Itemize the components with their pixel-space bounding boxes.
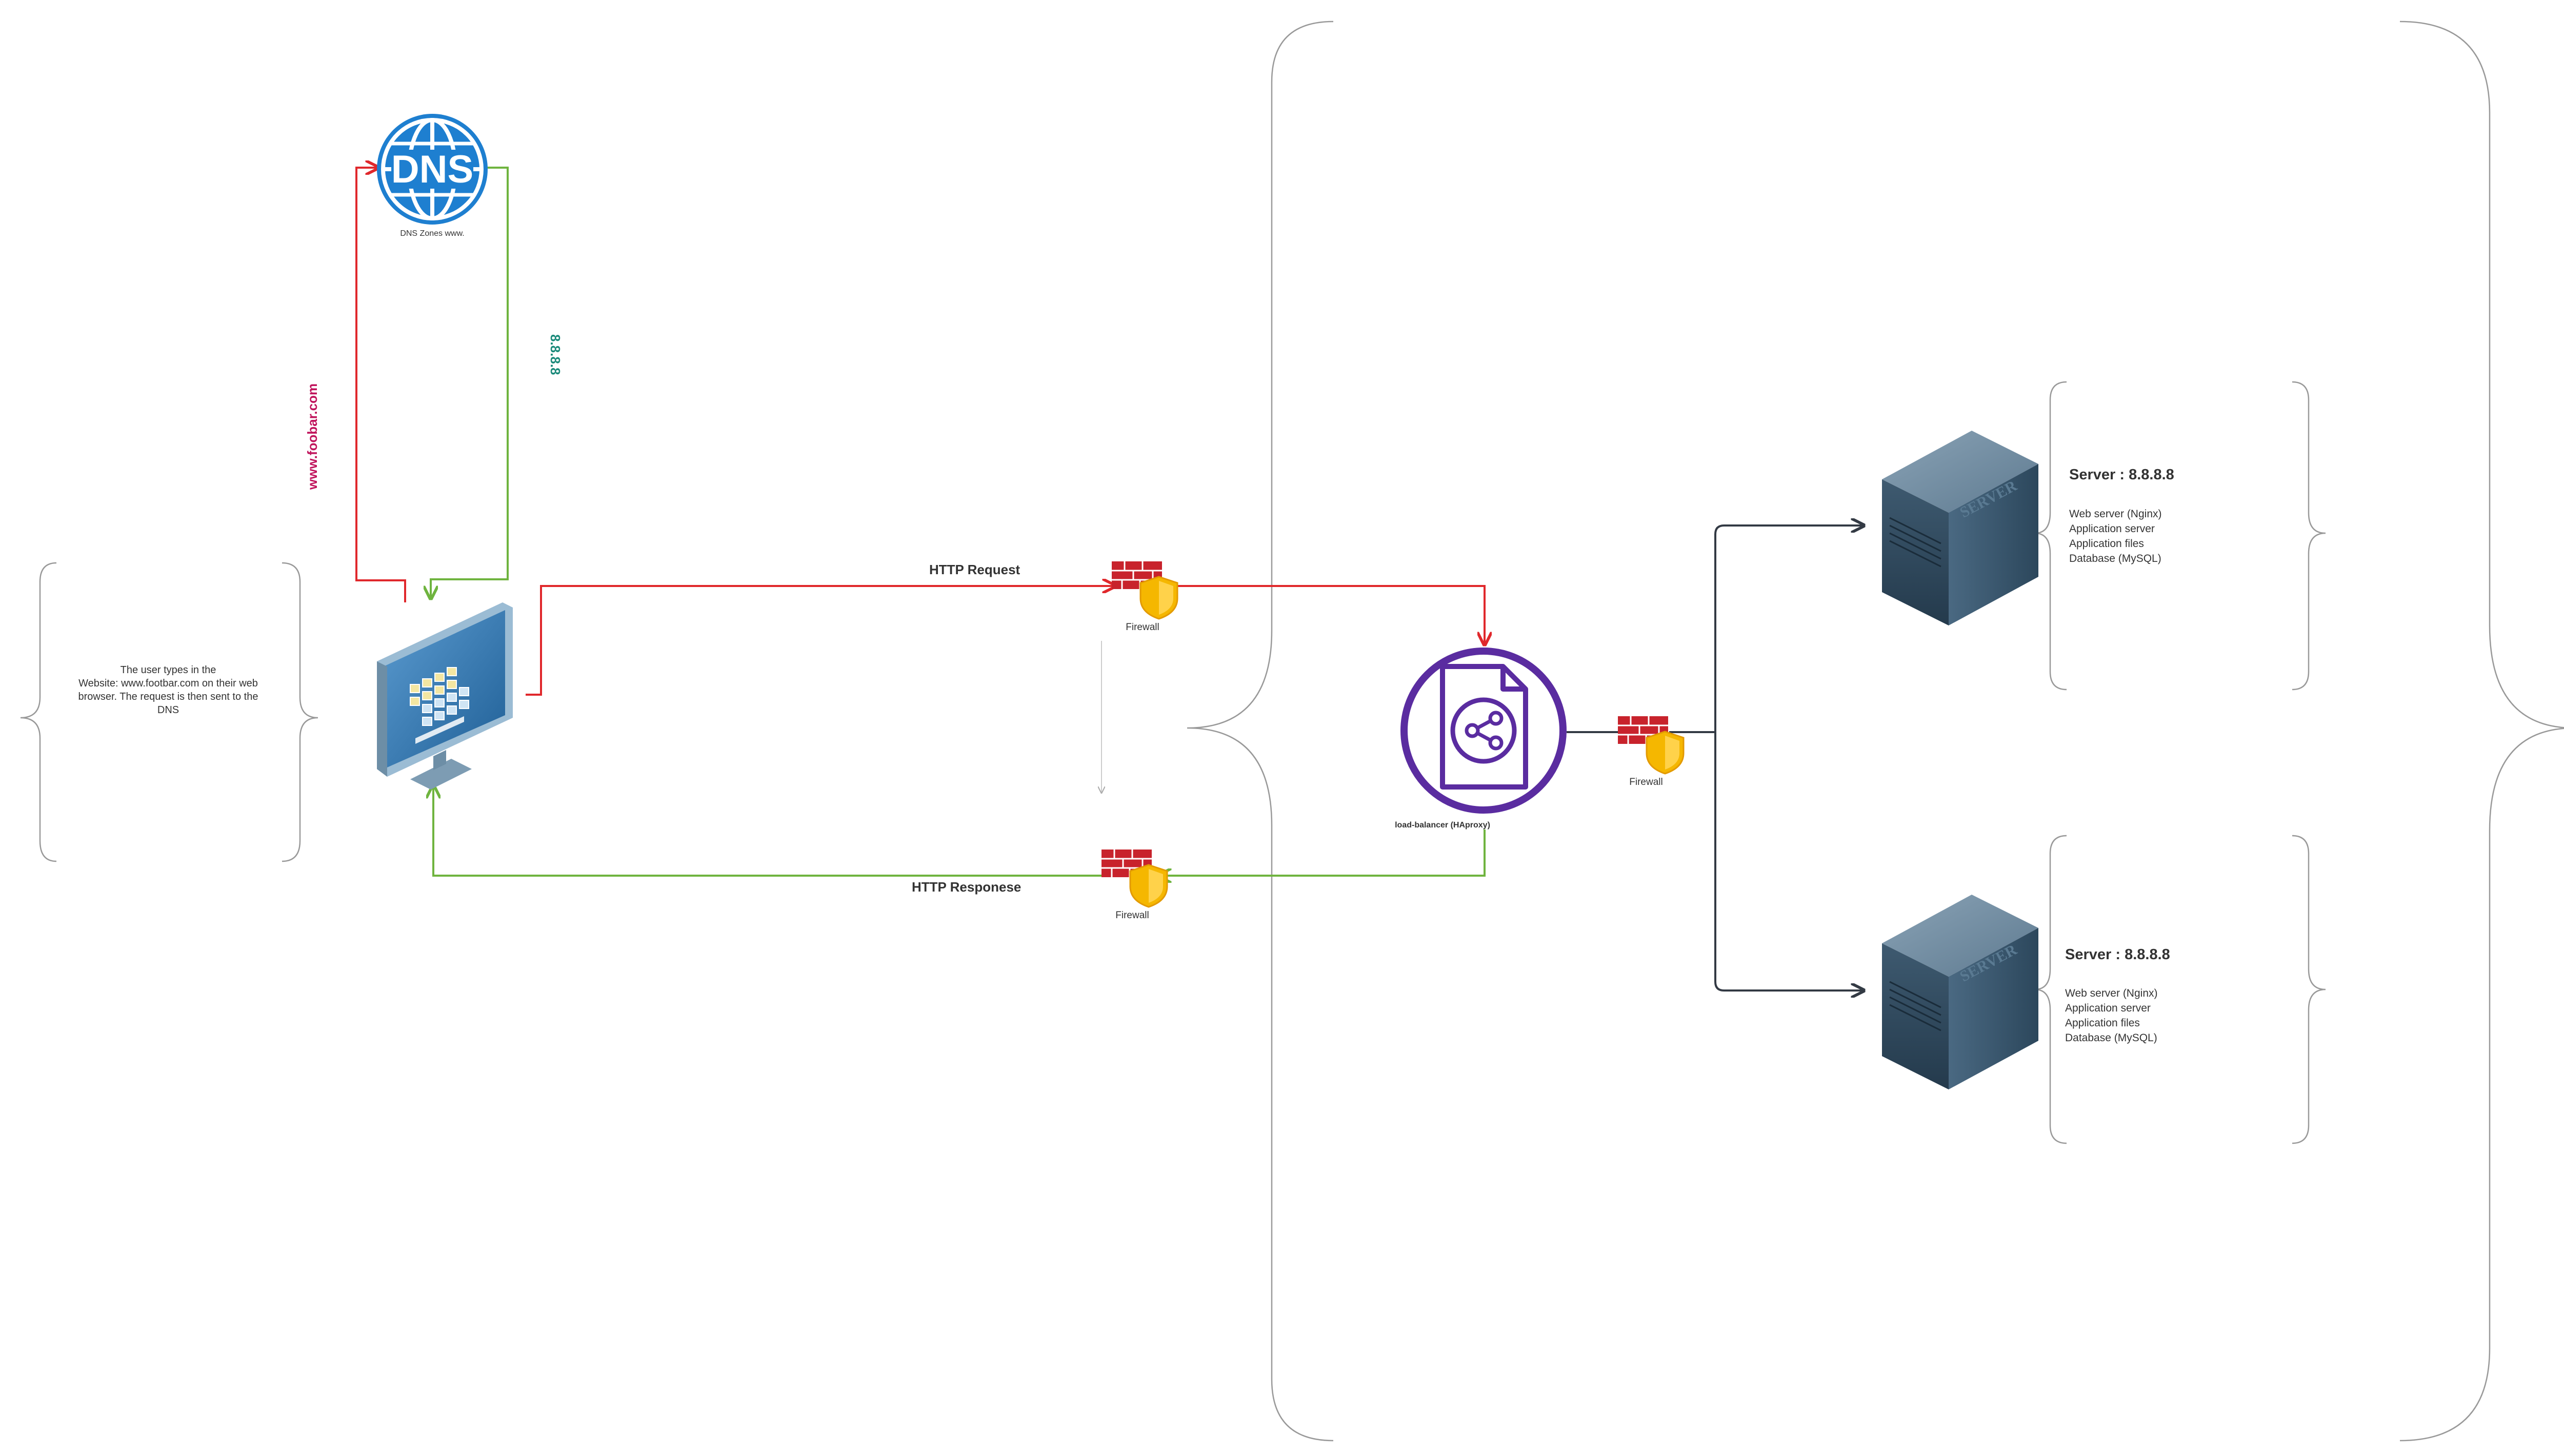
load-balancer-caption: load-balancer (HAproxy) <box>1395 821 1490 830</box>
server1-services: Web server (Nginx) Application server Ap… <box>2069 507 2162 566</box>
edge-http-request <box>526 586 1114 696</box>
server1-brace-right <box>2292 381 2326 691</box>
user-note-line: Website: www.footbar.com on their web <box>78 678 258 689</box>
dns-caption: DNS Zones www. <box>400 229 465 238</box>
edge-http-request-2 <box>1163 585 1485 643</box>
firewall-response-label: Firewall <box>1115 910 1149 921</box>
user-note: The user types in the Website: www.footb… <box>61 663 276 717</box>
user-note-line: browser. The request is then sent to the <box>78 691 258 702</box>
user-note-brace-left <box>20 562 57 862</box>
edge-dns-reply <box>431 167 509 597</box>
dns-icon-text: DNS <box>391 148 473 191</box>
server1-brace-left <box>2034 381 2067 691</box>
computer-monitor-icon <box>377 602 513 790</box>
server1-title: Server : 8.8.8.8 <box>2069 467 2174 483</box>
server1-service: Database (MySQL) <box>2069 553 2161 564</box>
edge-http-response <box>1160 830 1486 876</box>
edge-http-response-2 <box>433 787 1103 877</box>
server2-title: Server : 8.8.8.8 <box>2065 946 2170 963</box>
load-balancer-icon <box>1400 648 1567 814</box>
backend-brace-right <box>2399 21 2564 1442</box>
firewall-backend-label: Firewall <box>1629 777 1663 787</box>
server2-service: Application files <box>2065 1017 2140 1029</box>
edge-to-server2 <box>1714 732 1862 990</box>
user-note-line: The user types in the <box>120 664 216 676</box>
server2-service: Web server (Nginx) <box>2065 987 2158 999</box>
firewall-request-label: Firewall <box>1126 622 1159 633</box>
http-response-label: HTTP Responese <box>912 879 1021 895</box>
server1-icon: SERVER <box>1882 431 2038 625</box>
firewall-backend-icon <box>1618 716 1685 775</box>
edge-to-server1 <box>1669 525 1862 733</box>
server2-service: Application server <box>2065 1002 2151 1014</box>
server2-brace-right <box>2292 835 2326 1144</box>
firewall-response-icon <box>1101 850 1168 908</box>
firewall-request-icon <box>1112 561 1178 620</box>
edge-dns-reply-label: 8.8.8.8 <box>548 334 563 375</box>
server1-service: Web server (Nginx) <box>2069 508 2162 520</box>
http-request-label: HTTP Request <box>929 562 1020 577</box>
edge-dns-query-label: www.foobar.com <box>305 383 320 490</box>
server2-service: Database (MySQL) <box>2065 1032 2157 1044</box>
server2-icon: SERVER <box>1882 895 2038 1089</box>
server1-service: Application files <box>2069 538 2144 550</box>
server1-service: Application server <box>2069 523 2155 535</box>
user-note-line: DNS <box>157 704 179 716</box>
dns-globe-icon: DNS <box>377 114 488 225</box>
backend-brace-left <box>1187 21 1334 1442</box>
edge-dns-query <box>355 168 406 602</box>
server2-services: Web server (Nginx) Application server Ap… <box>2065 986 2158 1045</box>
server2-brace-left <box>2034 835 2067 1144</box>
user-note-brace-right <box>282 562 318 862</box>
